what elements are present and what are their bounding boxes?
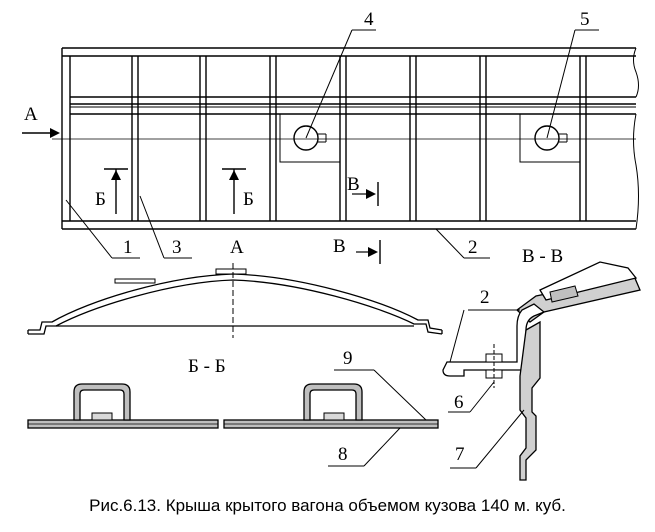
view-a-profile xyxy=(27,263,443,338)
callout-8: 8 xyxy=(338,444,348,465)
callout-2-section: 2 xyxy=(480,287,490,308)
callout-6: 6 xyxy=(454,392,464,413)
section-b-left-label: Б xyxy=(95,189,106,210)
callout-7: 7 xyxy=(455,444,465,465)
section-v-marker-upper: В xyxy=(347,174,379,206)
section-b-leaders xyxy=(328,369,427,467)
view-a-arrow-label: A xyxy=(24,104,38,125)
callout-5: 5 xyxy=(580,9,590,30)
callout-3: 3 xyxy=(172,237,182,258)
leader-lines xyxy=(65,29,599,259)
section-v-profile xyxy=(442,261,641,481)
callout-9: 9 xyxy=(343,348,353,369)
section-b-right-label: Б xyxy=(243,189,254,210)
section-b-marker-left: Б xyxy=(95,168,128,214)
section-v-title: В - В xyxy=(522,246,563,267)
section-b-title: Б - Б xyxy=(188,356,226,377)
view-a-arrow: A xyxy=(22,104,60,138)
ventilation-hatch-5 xyxy=(519,113,581,163)
section-v-lower-label: В xyxy=(333,236,346,257)
ventilation-hatch-4 xyxy=(279,113,341,163)
callout-4: 4 xyxy=(364,9,374,30)
callout-2-plan: 2 xyxy=(468,237,478,258)
callout-1: 1 xyxy=(123,237,133,258)
roof-plan-view xyxy=(52,47,639,230)
view-a-title: A xyxy=(230,237,244,258)
section-v-leaders xyxy=(448,309,525,469)
section-b-profile xyxy=(27,383,439,429)
roof-arcs xyxy=(131,56,587,221)
figure-caption: Рис.6.13. Крыша крытого вагона объемом к… xyxy=(89,496,566,515)
section-v-upper-label: В xyxy=(347,174,360,195)
section-b-marker-right: Б xyxy=(222,168,254,214)
section-v-marker-lower: В xyxy=(333,236,381,264)
